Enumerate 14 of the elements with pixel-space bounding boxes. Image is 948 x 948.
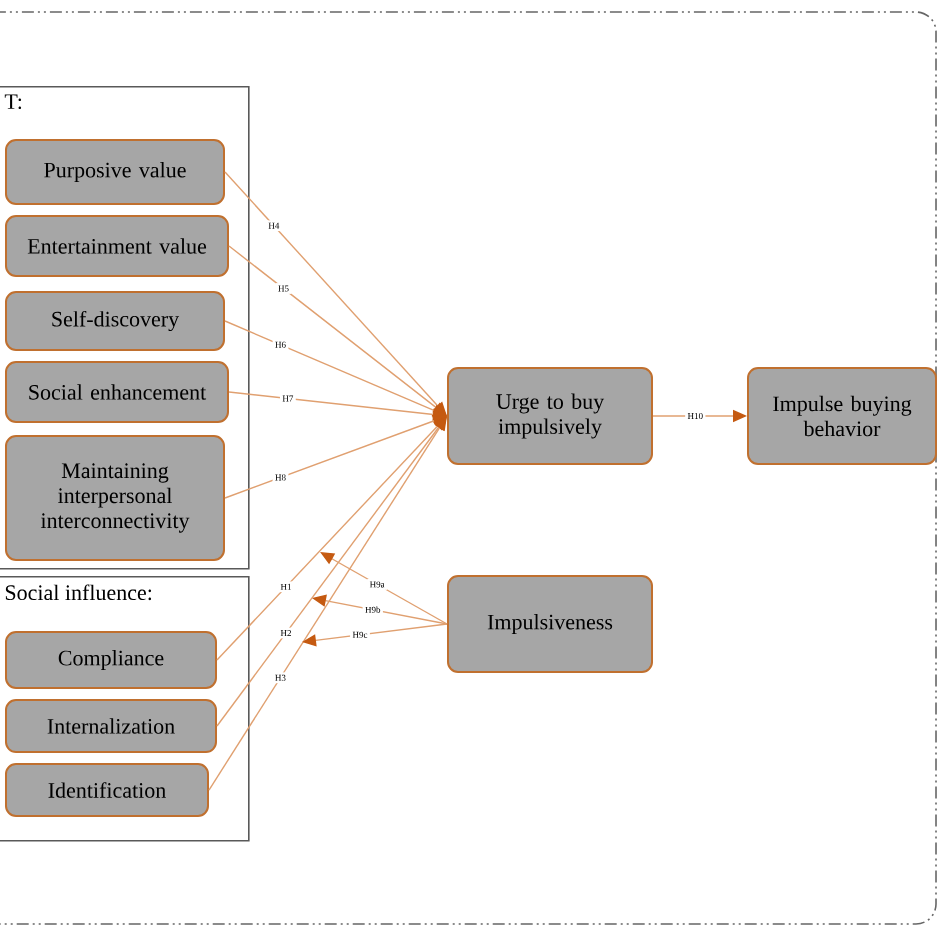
arrow — [224, 415, 447, 499]
concept-box: Impulsiveness — [447, 575, 653, 673]
concept-box: Identification — [5, 763, 209, 817]
concept-box: Internalization — [5, 699, 217, 753]
concept-box: Purposive value — [5, 139, 225, 205]
concept-box: Compliance — [5, 631, 217, 689]
concept-box: Urge to buy impulsively — [447, 367, 653, 465]
concept-box: Self-discovery — [5, 291, 225, 351]
concept-box: Social enhancement — [5, 361, 229, 423]
concept-box: Maintaining interpersonal interconnectivity — [5, 435, 225, 561]
arrow — [208, 416, 447, 791]
concept-box: Entertainment value — [5, 215, 229, 277]
arrow — [320, 552, 448, 625]
concept-box: Impulse buying behavior — [747, 367, 937, 465]
